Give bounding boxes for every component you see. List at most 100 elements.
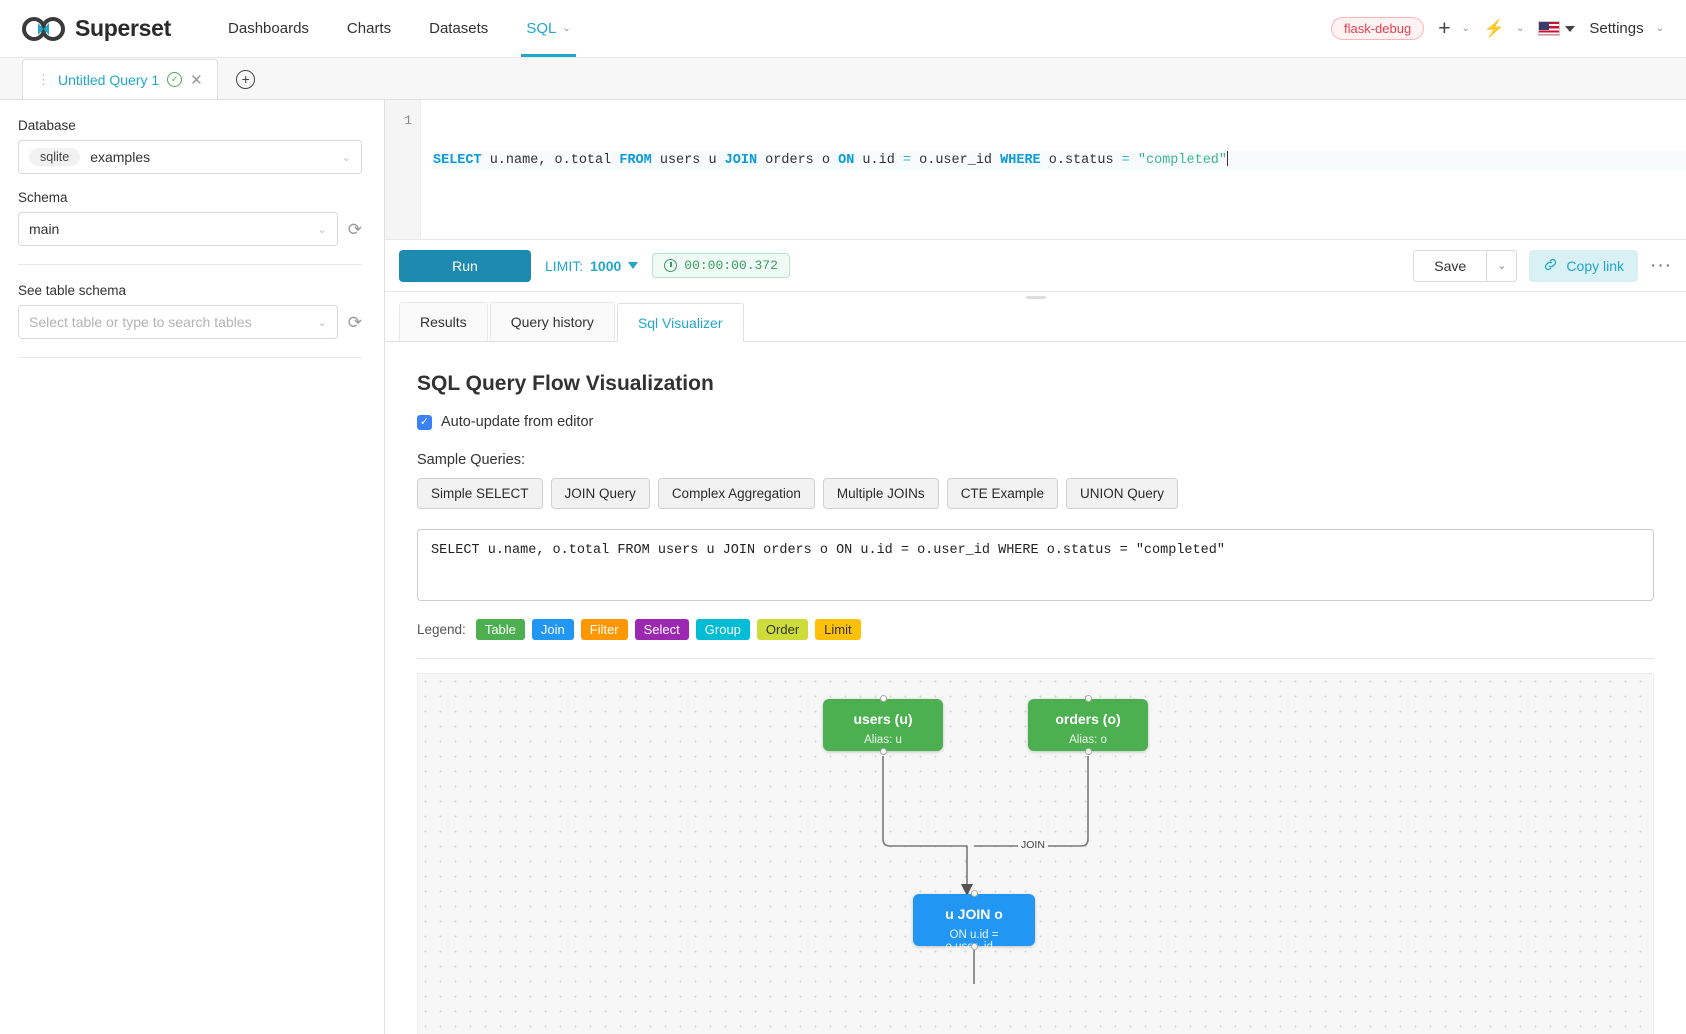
query-tab[interactable]: ⋮ Untitled Query 1 ✓ ✕ <box>22 59 218 99</box>
table-select[interactable]: Select table or type to search tables ⌄ <box>18 305 338 339</box>
add-query-tab-button[interactable]: + <box>226 59 266 99</box>
top-navbar: Superset Dashboards Charts Datasets SQL … <box>0 0 1686 58</box>
edge-label-join: JOIN <box>1018 839 1048 851</box>
legend-chip-limit: Limit <box>815 619 861 640</box>
save-button[interactable]: Save <box>1414 250 1487 281</box>
nav-sql[interactable]: SQL ⌄ <box>507 0 589 57</box>
editor-code[interactable]: SELECT u.name, o.total FROM users u JOIN… <box>421 100 1686 239</box>
auto-update-row: ✓ Auto-update from editor <box>417 414 1654 430</box>
link-icon <box>1543 257 1558 275</box>
node-handle-top[interactable] <box>879 695 887 702</box>
table-placeholder: Select table or type to search tables <box>29 314 252 330</box>
chevron-down-icon: ⌄ <box>1461 23 1470 34</box>
nav-dashboards[interactable]: Dashboards <box>209 0 328 57</box>
settings-menu[interactable]: Settings ⌄ <box>1589 20 1664 37</box>
sample-query-button-1[interactable]: JOIN Query <box>550 478 650 509</box>
clock-icon <box>664 259 678 272</box>
superset-logo[interactable]: Superset <box>22 15 171 42</box>
flow-node-orders[interactable]: orders (o)Alias: o <box>1028 695 1148 755</box>
save-button-group: Save ⌄ <box>1413 249 1518 282</box>
result-tabs: Results Query history Sql Visualizer <box>385 302 1686 342</box>
panel-resize-handle[interactable] <box>385 292 1686 302</box>
caret-down-icon <box>1565 25 1576 32</box>
limit-value: 1000 <box>590 257 622 274</box>
database-field: Database sqlite examples ⌄ <box>18 118 362 174</box>
query-tab-strip: ⋮ Untitled Query 1 ✓ ✕ + <box>0 58 1686 100</box>
tab-query-history[interactable]: Query history <box>489 302 615 341</box>
run-button[interactable]: Run <box>399 249 531 282</box>
sql-input-textarea[interactable] <box>417 529 1654 601</box>
legend-chip-select: Select <box>634 619 689 640</box>
more-options-icon[interactable]: ··· <box>1650 255 1672 276</box>
sample-query-button-0[interactable]: Simple SELECT <box>417 478 543 509</box>
legend-divider <box>417 658 1654 659</box>
main-panel: 1 SELECT u.name, o.total FROM users u JO… <box>385 100 1686 1034</box>
nav-charts[interactable]: Charts <box>328 0 410 57</box>
node-handle-bottom[interactable] <box>970 943 978 950</box>
sample-query-button-3[interactable]: Multiple JOINs <box>822 478 939 509</box>
new-menu-button[interactable]: + ⌄ <box>1438 18 1470 39</box>
chevron-down-icon: ⌄ <box>317 316 327 329</box>
plus-icon: + <box>1438 17 1451 40</box>
node-handle-bottom[interactable] <box>1084 748 1092 755</box>
main-nav: Dashboards Charts Datasets SQL ⌄ <box>209 0 590 57</box>
sample-query-button-2[interactable]: Complex Aggregation <box>657 478 815 509</box>
database-select[interactable]: sqlite examples ⌄ <box>18 140 362 174</box>
query-timer: 00:00:00.372 <box>652 253 790 278</box>
node-handle-bottom[interactable] <box>879 748 887 755</box>
nav-label: Dashboards <box>228 20 309 37</box>
sample-query-button-4[interactable]: CTE Example <box>946 478 1058 509</box>
refresh-schema-icon[interactable]: ⟳ <box>347 219 362 239</box>
schema-select[interactable]: main ⌄ <box>18 212 338 246</box>
quick-actions-button[interactable]: ⚡ ⌄ <box>1484 20 1525 37</box>
auto-update-label: Auto-update from editor <box>441 414 594 430</box>
nav-datasets[interactable]: Datasets <box>410 0 507 57</box>
flow-canvas[interactable]: JOIN users (u)Alias: u orders (o)Alias: o… <box>417 673 1654 1034</box>
page-title: SQL Query Flow Visualization <box>417 372 714 395</box>
sql-editor[interactable]: 1 SELECT u.name, o.total FROM users u JO… <box>385 100 1686 240</box>
database-value: examples <box>90 149 151 165</box>
tab-sql-visualizer[interactable]: Sql Visualizer <box>616 303 744 342</box>
nav-label: Charts <box>346 20 392 37</box>
drag-handle-icon[interactable]: ⋮ <box>37 72 50 87</box>
save-options-caret-icon[interactable]: ⌄ <box>1486 250 1517 281</box>
query-tab-label: Untitled Query 1 <box>58 71 160 88</box>
nav-label: SQL <box>526 20 557 37</box>
table-schema-field: See table schema Select table or type to… <box>18 283 362 339</box>
node-handle-top[interactable] <box>1084 695 1092 702</box>
tab-results[interactable]: Results <box>399 302 488 341</box>
editor-gutter: 1 <box>385 100 421 239</box>
timer-value: 00:00:00.372 <box>684 258 778 273</box>
legend-label: Legend: <box>417 622 466 637</box>
sample-query-button-5[interactable]: UNION Query <box>1065 478 1178 509</box>
database-label: Database <box>18 118 76 133</box>
chevron-down-icon: ⌄ <box>1516 23 1525 34</box>
refresh-tables-icon[interactable]: ⟳ <box>347 312 362 332</box>
node-handle-top[interactable] <box>970 890 978 897</box>
language-selector[interactable] <box>1538 21 1576 36</box>
left-panel: Database sqlite examples ⌄ Schema main ⌄… <box>0 100 385 1034</box>
legend-chip-filter: Filter <box>580 619 628 640</box>
editor-line-1: SELECT u.name, o.total FROM users u JOIN… <box>433 151 1686 170</box>
schema-label: Schema <box>18 190 68 205</box>
flow-node-join[interactable]: u JOIN oON u.id = o.user_id... <box>913 890 1035 953</box>
flow-node-users[interactable]: users (u)Alias: u <box>823 695 943 755</box>
navbar-right: flask-debug + ⌄ ⚡ ⌄ Settings ⌄ <box>1330 17 1664 40</box>
auto-update-checkbox[interactable]: ✓ <box>417 414 432 430</box>
flow-edges <box>882 756 1089 984</box>
legend-chip-group: Group <box>695 619 750 640</box>
close-icon[interactable]: ✕ <box>190 71 203 89</box>
sql-visualizer-panel: SQL Query Flow Visualization ✓ Auto-upda… <box>385 342 1686 1034</box>
table-schema-label: See table schema <box>18 283 127 298</box>
chevron-down-icon: ⌄ <box>1655 23 1664 34</box>
chevron-down-icon: ⌄ <box>317 223 327 236</box>
legend-chip-table: Table <box>475 619 525 640</box>
node-title: users (u) <box>853 711 913 727</box>
caret-down-icon <box>628 262 639 269</box>
legend-chip-order: Order <box>756 619 809 640</box>
limit-dropdown[interactable]: LIMIT: 1000 <box>545 257 639 274</box>
copy-link-button[interactable]: Copy link <box>1529 249 1639 282</box>
workspace: Database sqlite examples ⌄ Schema main ⌄… <box>0 100 1686 1034</box>
